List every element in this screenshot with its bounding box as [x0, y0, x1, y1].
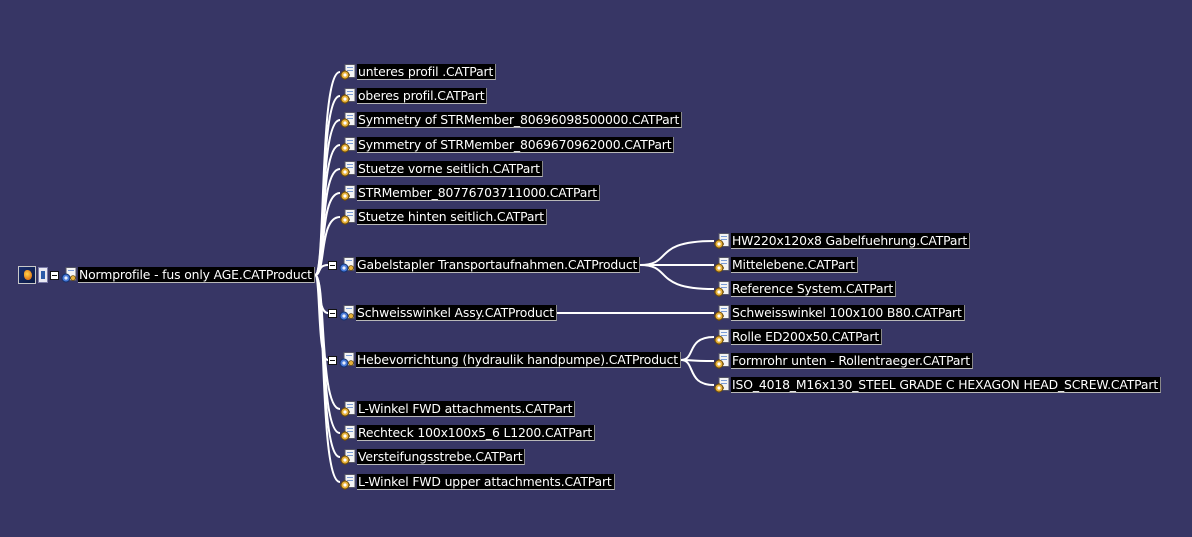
tree-node-part[interactable]: Reference System.CATPart: [714, 281, 897, 297]
part-icon[interactable]: [340, 401, 356, 417]
branch-line: [680, 359, 715, 386]
tree-node-label[interactable]: Stuetze vorne seitlich.CATPart: [357, 161, 543, 177]
applications-icon[interactable]: [38, 267, 48, 283]
tree-node-label[interactable]: Formrohr unten - Rollentraeger.CATPart: [731, 353, 973, 369]
tree-node-part[interactable]: Versteifungsstrebe.CATPart: [340, 449, 526, 465]
branch-line: [639, 240, 715, 266]
part-icon[interactable]: [340, 112, 356, 128]
product-icon[interactable]: [61, 267, 77, 283]
part-icon[interactable]: [340, 64, 356, 80]
product-icon[interactable]: [339, 352, 355, 368]
tree-node-label[interactable]: Hebevorrichtung (hydraulik handpumpe).CA…: [356, 352, 682, 368]
part-icon[interactable]: [714, 353, 730, 369]
tree-node-part[interactable]: L-Winkel FWD upper attachments.CATPart: [340, 474, 615, 490]
part-icon[interactable]: [340, 88, 356, 104]
tree-node-label[interactable]: Versteifungsstrebe.CATPart: [357, 449, 526, 465]
part-icon[interactable]: [340, 137, 356, 153]
tree-node-label[interactable]: Normprofile - fus only AGE.CATProduct: [78, 267, 315, 283]
tree-node-label[interactable]: Stuetze hinten seitlich.CATPart: [357, 209, 547, 225]
tree-node-part[interactable]: Stuetze vorne seitlich.CATPart: [340, 161, 543, 177]
collapse-toggle[interactable]: [50, 270, 59, 280]
tree-node-part[interactable]: HW220x120x8 Gabelfuehrung.CATPart: [714, 233, 971, 249]
tree-node-part[interactable]: oberes profil.CATPart: [340, 88, 488, 104]
tree-node-label[interactable]: STRMember_80776703711000.CATPart: [357, 185, 600, 201]
collapse-toggle[interactable]: [328, 308, 337, 318]
tree-node-label[interactable]: unteres profil .CATPart: [357, 64, 497, 80]
tree-node-part[interactable]: Rechteck 100x100x5_6 L1200.CATPart: [340, 425, 596, 441]
branch-line: [639, 264, 715, 290]
tree-node-part[interactable]: Symmetry of STRMember_80696098500000.CAT…: [340, 112, 683, 128]
part-icon[interactable]: [340, 209, 356, 225]
tree-node-product[interactable]: Hebevorrichtung (hydraulik handpumpe).CA…: [328, 352, 682, 368]
collapse-toggle[interactable]: [328, 355, 337, 365]
branch-line: [314, 274, 341, 483]
tree-node-part[interactable]: Symmetry of STRMember_8069670962000.CATP…: [340, 137, 675, 153]
branch-line: [680, 336, 715, 361]
part-icon[interactable]: [714, 233, 730, 249]
tree-node-part[interactable]: Mittelebene.CATPart: [714, 257, 858, 273]
tree-node-label[interactable]: HW220x120x8 Gabelfuehrung.CATPart: [731, 233, 971, 249]
tree-node-label[interactable]: Gabelstapler Transportaufnahmen.CATProdu…: [356, 257, 641, 273]
tree-node-label[interactable]: Schweisswinkel Assy.CATProduct: [356, 305, 557, 321]
tree-node-label[interactable]: Rolle ED200x50.CATPart: [731, 329, 883, 345]
part-icon[interactable]: [714, 305, 730, 321]
tree-node-part[interactable]: STRMember_80776703711000.CATPart: [340, 185, 600, 201]
part-icon[interactable]: [340, 185, 356, 201]
tree-node-label[interactable]: L-Winkel FWD upper attachments.CATPart: [357, 474, 615, 490]
tree-node-label[interactable]: oberes profil.CATPart: [357, 88, 488, 104]
part-icon[interactable]: [714, 281, 730, 297]
tree-node-part[interactable]: unteres profil .CATPart: [340, 64, 497, 80]
tree-node-part[interactable]: Rolle ED200x50.CATPart: [714, 329, 883, 345]
tree-node-label[interactable]: Symmetry of STRMember_80696098500000.CAT…: [357, 112, 683, 128]
product-icon[interactable]: [339, 257, 355, 273]
tree-node-product[interactable]: Gabelstapler Transportaufnahmen.CATProdu…: [328, 257, 641, 273]
tree-node-label[interactable]: ISO_4018_M16x130_STEEL GRADE C HEXAGON H…: [731, 377, 1162, 393]
tree-node-label[interactable]: L-Winkel FWD attachments.CATPart: [357, 401, 576, 417]
tree-node-product[interactable]: Schweisswinkel Assy.CATProduct: [328, 305, 557, 321]
tree-node-label[interactable]: Schweisswinkel 100x100 B80.CATPart: [731, 305, 965, 321]
part-icon[interactable]: [340, 449, 356, 465]
tree-node-part[interactable]: ISO_4018_M16x130_STEEL GRADE C HEXAGON H…: [714, 377, 1162, 393]
tree-node-label[interactable]: Rechteck 100x100x5_6 L1200.CATPart: [357, 425, 596, 441]
tree-node-part[interactable]: L-Winkel FWD attachments.CATPart: [340, 401, 576, 417]
tree-node-label[interactable]: Reference System.CATPart: [731, 281, 897, 297]
part-icon[interactable]: [714, 377, 730, 393]
tree-node-part[interactable]: Stuetze hinten seitlich.CATPart: [340, 209, 547, 225]
product-icon[interactable]: [339, 305, 355, 321]
tree-node-product[interactable]: Normprofile - fus only AGE.CATProduct: [50, 267, 315, 283]
catia-app-icon[interactable]: [18, 266, 36, 284]
part-icon[interactable]: [340, 474, 356, 490]
tree-node-part[interactable]: Formrohr unten - Rollentraeger.CATPart: [714, 353, 973, 369]
tree-node-label[interactable]: Mittelebene.CATPart: [731, 257, 858, 273]
part-icon[interactable]: [714, 329, 730, 345]
part-icon[interactable]: [340, 425, 356, 441]
collapse-toggle[interactable]: [328, 260, 337, 270]
tree-node-label[interactable]: Symmetry of STRMember_8069670962000.CATP…: [357, 137, 675, 153]
part-icon[interactable]: [340, 161, 356, 177]
part-icon[interactable]: [714, 257, 730, 273]
tree-node-part[interactable]: Schweisswinkel 100x100 B80.CATPart: [714, 305, 965, 321]
